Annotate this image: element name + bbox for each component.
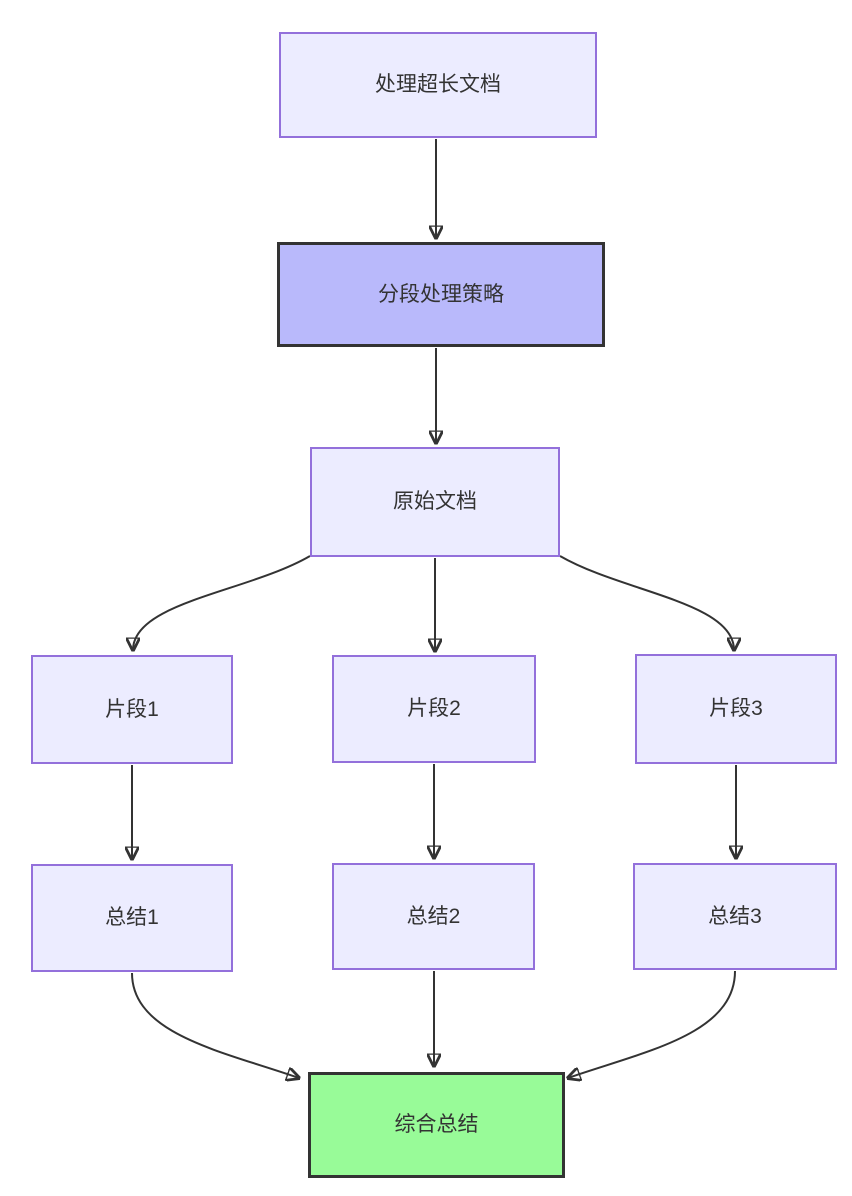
node-final-summary: 综合总结 xyxy=(308,1072,565,1178)
edge-summary-1-to-final xyxy=(131,972,299,1078)
node-original-document: 原始文档 xyxy=(310,447,560,557)
node-fragment-3: 片段3 xyxy=(635,654,837,764)
node-label: 原始文档 xyxy=(393,490,477,514)
node-segmentation-strategy: 分段处理策略 xyxy=(277,242,605,347)
node-process-long-document: 处理超长文档 xyxy=(279,32,597,138)
node-summary-1: 总结1 xyxy=(31,864,233,972)
node-label: 总结3 xyxy=(708,904,762,928)
edge-original-to-fragment-1 xyxy=(133,555,311,650)
node-label: 处理超长文档 xyxy=(375,73,501,97)
node-label: 片段1 xyxy=(105,697,159,721)
edge-summary-3-to-final xyxy=(568,970,736,1078)
node-summary-3: 总结3 xyxy=(633,863,837,970)
node-label: 综合总结 xyxy=(394,1113,479,1137)
node-label: 总结2 xyxy=(406,904,461,928)
node-label: 分段处理策略 xyxy=(378,282,504,306)
edge-original-to-fragment-3 xyxy=(559,555,734,650)
node-fragment-2: 片段2 xyxy=(332,655,536,763)
node-label: 片段2 xyxy=(407,697,461,721)
node-fragment-1: 片段1 xyxy=(31,655,233,764)
node-summary-2: 总结2 xyxy=(332,863,535,970)
node-label: 片段3 xyxy=(709,697,763,721)
node-label: 总结1 xyxy=(105,906,159,930)
